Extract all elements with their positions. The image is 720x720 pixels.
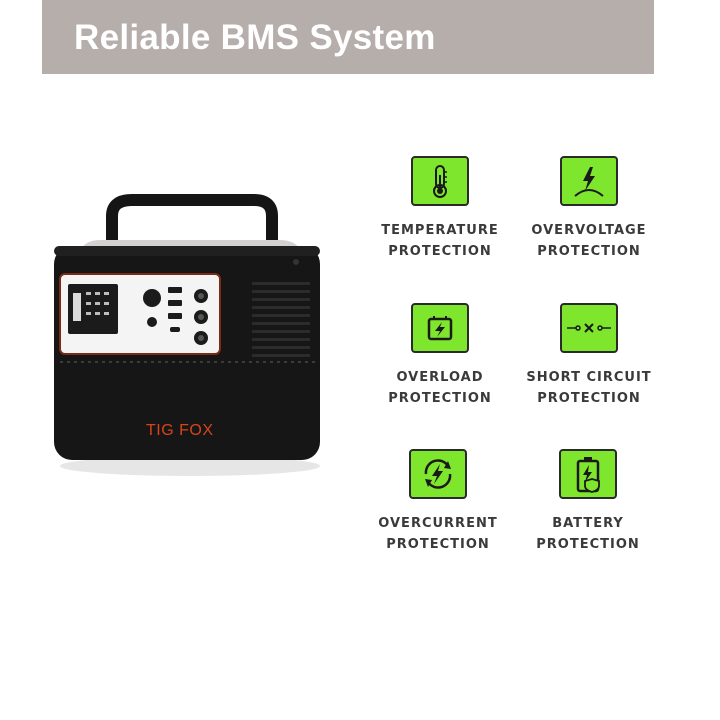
thermometer-icon (411, 156, 469, 206)
power-station-image: TIG FOX (40, 190, 340, 480)
header-banner: Reliable BMS System (42, 0, 654, 74)
brand-label: TIG FOX (146, 422, 214, 439)
banner-title: Reliable BMS System (74, 18, 436, 57)
battery-shield-icon (559, 449, 617, 499)
overcurrent-icon (409, 449, 467, 499)
overload-icon (411, 303, 469, 353)
short-circuit-icon (560, 303, 618, 353)
lightning-arc-icon (560, 156, 618, 206)
